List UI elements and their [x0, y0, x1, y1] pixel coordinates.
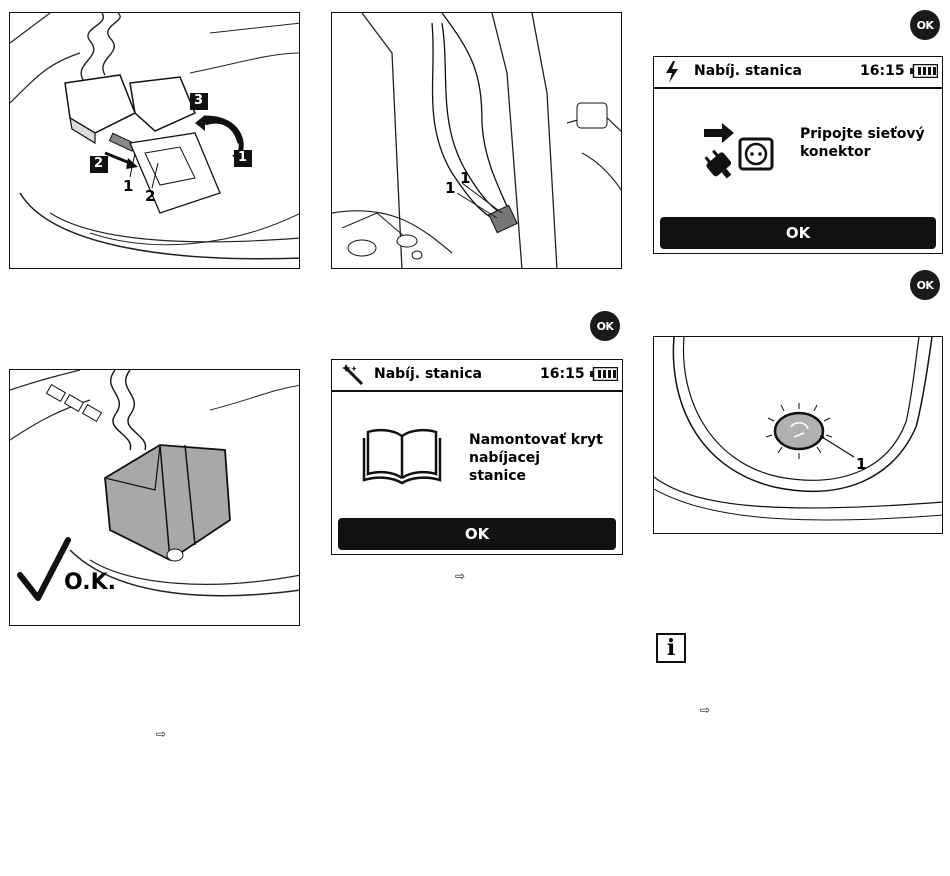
ok-badge-middle: OK [590, 311, 620, 341]
reference-arrow-middle: ⇨ [455, 569, 465, 583]
ok-check-label: O.K. [64, 570, 116, 595]
message-line-3: stanice [469, 467, 526, 485]
ok-button[interactable]: OK [338, 518, 616, 550]
illustration-plug-connection: 3 1 2 1 2 [9, 12, 300, 269]
callout-1: 1 [123, 177, 133, 195]
ok-badge-top: OK [910, 10, 940, 40]
illustration-led-detail: 1 [653, 336, 943, 534]
clock-time: 16:15 [860, 63, 905, 79]
callout-1: 1 [856, 455, 866, 473]
screen-connect-power: Nabíj. stanica 16:15 Pripojte sieťový ko… [653, 56, 943, 254]
callout-1-upper: 1 [460, 169, 470, 187]
message-line-2: nabíjacej [469, 449, 540, 467]
callout-1-lower: 1 [445, 179, 455, 197]
reference-arrow-left: ⇨ [156, 727, 166, 741]
battery-icon [590, 367, 618, 381]
step-2-label: 2 [94, 156, 103, 171]
screen-title: Nabíj. stanica [694, 63, 802, 79]
status-bar: Nabíj. stanica 16:15 [654, 57, 942, 89]
ok-button[interactable]: OK [660, 217, 936, 249]
screen-mount-cover: Nabíj. stanica 16:15 Namontovať kryt nab… [331, 359, 623, 555]
message-line-1: Pripojte sieťový [800, 125, 925, 143]
step-3-label: 3 [194, 93, 203, 108]
magic-wand-icon [342, 364, 364, 386]
screen-title: Nabíj. stanica [374, 366, 482, 382]
step-1-label: 1 [238, 150, 247, 165]
message-line-1: Namontovať kryt [469, 431, 603, 449]
callout-2: 2 [145, 187, 155, 205]
message-line-2: konektor [800, 143, 871, 161]
lightning-icon [664, 61, 680, 83]
reference-arrow-right: ⇨ [700, 703, 710, 717]
info-icon: i [656, 633, 686, 663]
illustration-cable-route: 1 1 [331, 12, 622, 269]
clock-time: 16:15 [540, 366, 585, 382]
status-bar: Nabíj. stanica 16:15 [332, 360, 622, 392]
ok-badge-right: OK [910, 270, 940, 300]
battery-icon [910, 64, 938, 78]
illustration-ok-check: O.K. [9, 369, 300, 626]
book-icon [362, 426, 442, 486]
plug-socket-icon [698, 123, 784, 185]
